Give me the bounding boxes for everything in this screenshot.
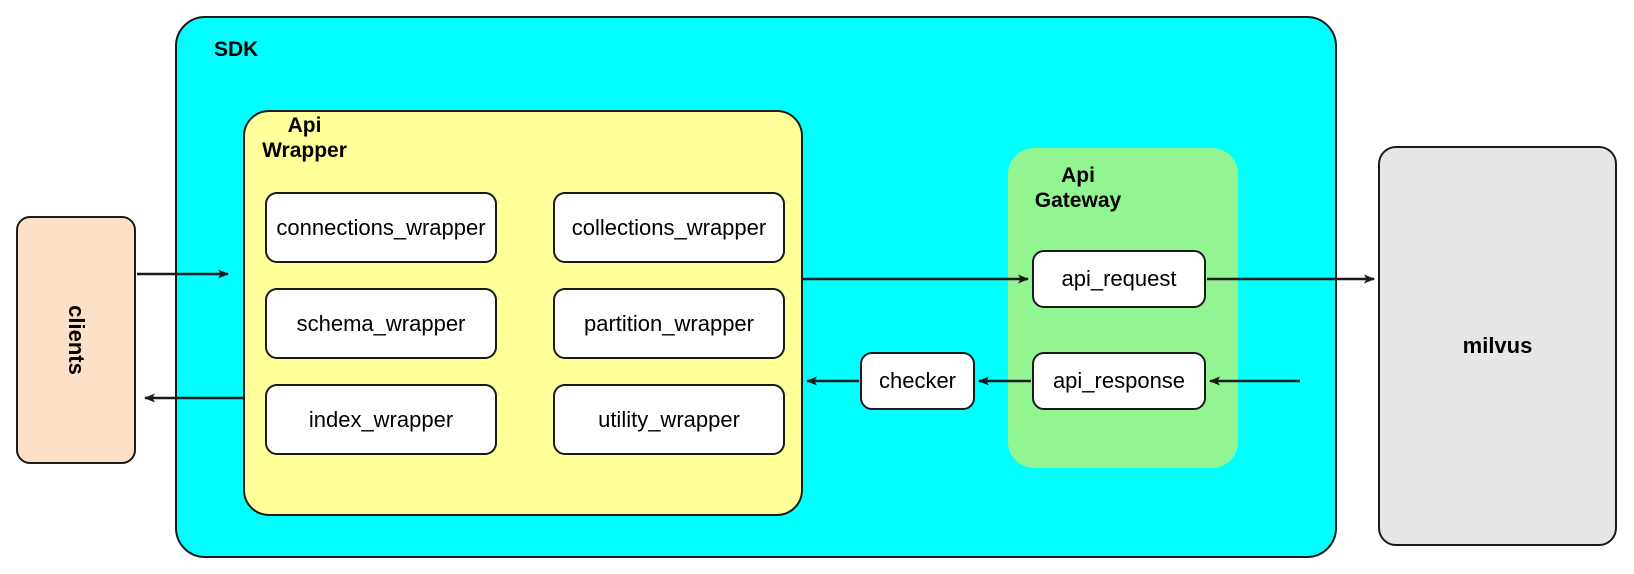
node-clients-label: clients: [63, 305, 89, 375]
node-collections-wrapper-label: collections_wrapper: [571, 214, 767, 240]
node-schema-wrapper-label: schema_wrapper: [296, 310, 466, 336]
node-utility-wrapper-label: utility_wrapper: [598, 406, 740, 432]
node-api-request[interactable]: api_request: [1032, 250, 1206, 308]
node-index-wrapper-label: index_wrapper: [308, 406, 454, 432]
container-api-gateway: [1008, 148, 1238, 468]
node-collections-wrapper[interactable]: collections_wrapper: [553, 192, 785, 263]
node-clients[interactable]: clients: [16, 216, 136, 464]
node-milvus[interactable]: milvus: [1378, 146, 1617, 546]
node-partition-wrapper[interactable]: partition_wrapper: [553, 288, 785, 359]
node-utility-wrapper[interactable]: utility_wrapper: [553, 384, 785, 455]
node-partition-wrapper-label: partition_wrapper: [584, 310, 754, 336]
node-checker-label: checker: [878, 368, 957, 393]
node-api-request-label: api_request: [1061, 266, 1177, 291]
node-api-response[interactable]: api_response: [1032, 352, 1206, 410]
node-index-wrapper[interactable]: index_wrapper: [265, 384, 497, 455]
node-milvus-label: milvus: [1462, 333, 1533, 358]
node-checker[interactable]: checker: [860, 352, 975, 410]
node-schema-wrapper[interactable]: schema_wrapper: [265, 288, 497, 359]
node-connections-wrapper[interactable]: connections_wrapper: [265, 192, 497, 263]
node-api-response-label: api_response: [1052, 368, 1186, 393]
node-connections-wrapper-label: connections_wrapper: [276, 214, 486, 240]
